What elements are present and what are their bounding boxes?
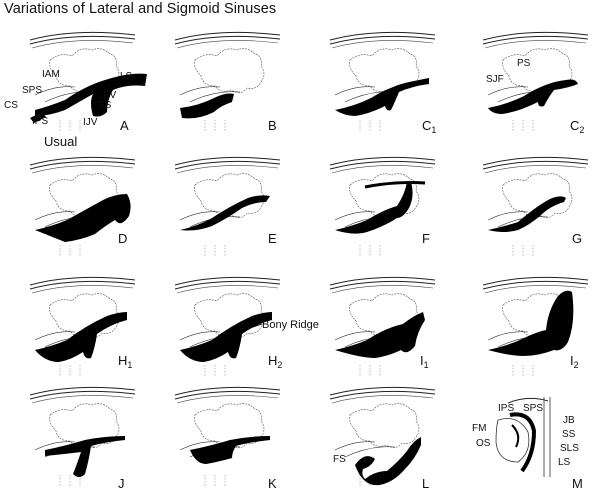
annotation-m-ls: LS [558,457,571,468]
sinus-shape-j [45,436,125,477]
panel-h2 [174,276,281,378]
annotation-m-ss: SS [562,429,576,440]
sinus-shape-a [35,73,147,117]
annotation-ijv: IJV [83,117,98,128]
annotation-m-sls: SLS [560,443,579,454]
sinus-shape-i2 [488,290,574,356]
annotation-m-fm: FM [472,423,486,434]
annotation-m-ips: IPS [498,403,514,414]
annotation-ev: EV [103,90,117,101]
panel-l [329,386,436,488]
panel-a [29,31,147,133]
panel-label-d: D [118,231,127,246]
panel-b [174,31,281,133]
panel-label-e: E [268,231,277,246]
panel-label-c2: C2 [570,118,584,135]
panel-h1 [29,276,136,378]
sinus-shape-g [488,196,566,232]
panel-label-g: G [572,231,582,246]
panel-label-a: A [120,118,129,133]
annotation-cs: CS [4,100,18,111]
sinus-shape-l [355,437,421,486]
sinus-shape-h1 [35,312,127,362]
panel-e [174,156,281,258]
annotation-sps: SPS [22,85,42,96]
annotation-m-jb: JB [563,415,575,426]
sinus-shape-e [180,195,270,231]
panel-label-j: J [118,476,125,491]
sinus-shape-i1 [335,312,425,358]
annotation-fs: FS [333,454,346,465]
annotation-m-os: OS [476,438,491,449]
panel-label-c1: C1 [422,118,436,135]
annotation-ips: IPS [32,116,48,127]
panel-c1 [329,31,436,133]
sinus-shape-h2 [180,312,272,362]
panel-f [329,156,436,258]
panel-label-f: F [422,231,430,246]
panel-i1 [329,276,436,378]
panel-d [29,156,136,258]
panel-label-l: L [422,476,429,491]
sinus-shape-f [335,182,413,234]
panel-c2 [482,31,589,133]
panel-label-i1: I1 [420,353,429,370]
panel-i2 [482,276,589,378]
sinus-shape-k [190,436,270,464]
panel-g [482,156,589,258]
annotation-ss: SS [98,100,112,111]
panel-label-i2: I2 [570,353,579,370]
sinus-shape-b [180,93,234,119]
panel-label-k: K [268,476,277,491]
annotation-sjf: SJF [486,74,504,85]
sinus-shape-c1 [335,78,429,116]
annotation-m-sps: SPS [523,403,543,414]
usual-label: Usual [44,134,77,149]
sinus-shape-c2 [488,79,578,114]
panel-j [29,386,136,488]
annotation-ps: PS [517,58,531,69]
annotation-iam: IAM [42,69,60,80]
panel-label-m: M [572,476,583,491]
sinus-shape-d [35,194,131,242]
panel-label-h1: H1 [118,353,132,370]
panel-label-h2: H2 [268,353,282,370]
panel-label-b: B [268,118,277,133]
panel-m [495,397,551,477]
annotation-bony-ridge: Bony Ridge [262,319,319,331]
figure-title: Variations of Lateral and Sigmoid Sinuse… [4,1,277,17]
panel-k [174,386,281,488]
annotation-ls: LS [120,71,133,82]
